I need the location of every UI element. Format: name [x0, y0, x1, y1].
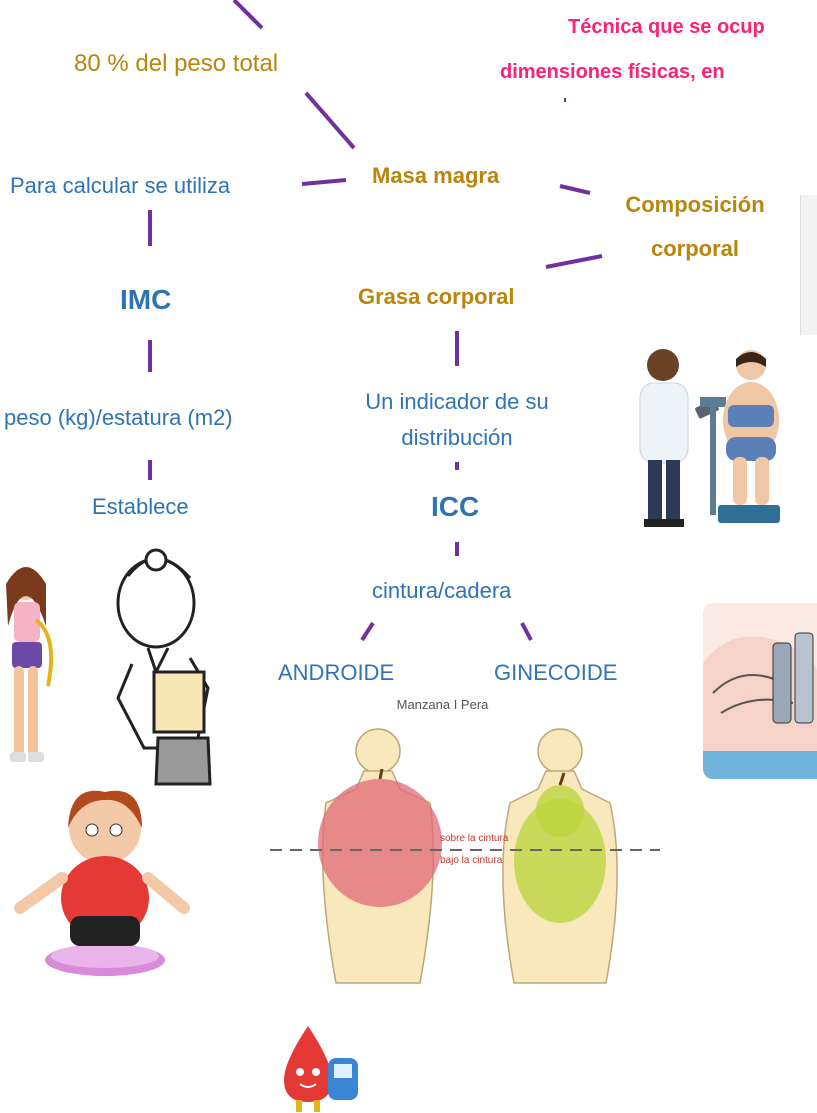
to-calculate-label: Para calcular se utiliza — [10, 173, 231, 198]
gynoid-label: GINECOIDE — [494, 660, 618, 685]
establishes-label: Establece — [92, 494, 189, 519]
connector-composition-to-fat — [545, 254, 603, 269]
woman-tape-illustration — [6, 567, 54, 762]
body-fat-node: Grasa corporal — [358, 284, 515, 309]
lean-mass-node: Masa magra — [372, 163, 500, 188]
indicator-node: Un indicador de su distribución — [342, 384, 572, 456]
above-waist-label: sobre la cintura — [440, 833, 509, 844]
below-waist-label: bajo la cintura — [440, 855, 503, 866]
waist-hip-label: cintura/cadera — [372, 578, 512, 603]
icc-node: ICC — [431, 491, 480, 522]
imc-node: IMC — [120, 284, 172, 315]
connector-waist-to-gynoid — [520, 622, 533, 641]
overweight-woman-illustration — [14, 790, 190, 976]
connector-lean-to-composition — [559, 184, 591, 195]
connector-waist-to-android — [360, 621, 375, 642]
connector-top-to-percent — [232, 0, 264, 30]
apple-pear-figure: Manzana I Pera sobre la cintura bajo la … — [270, 693, 660, 993]
body-composition-line2: corporal — [650, 236, 740, 261]
doctor-scale-illustration — [639, 349, 780, 527]
figure-title: Manzana I Pera — [396, 697, 489, 712]
connector-percent-to-lean — [304, 91, 356, 150]
lean-percent-label: 80 % del peso total — [74, 50, 279, 77]
connector-calc-to-lean — [301, 178, 347, 186]
android-label: ANDROIDE — [278, 660, 395, 685]
caliper-skinfold-photo — [703, 603, 817, 779]
thin-woman-illustration — [116, 548, 212, 786]
blood-drop-glucometer-icon — [284, 1026, 358, 1112]
imc-formula: peso (kg)/estatura (m2) — [4, 405, 233, 430]
indicator-line2: distribución — [401, 425, 513, 450]
apple-pear-bodies — [270, 728, 660, 984]
cropped-image-edge — [800, 195, 817, 335]
definition-line2: dimensiones físicas, en — [500, 61, 725, 83]
body-composition-line1: Composición — [625, 192, 765, 217]
definition-line1: Técnica que se ocup — [568, 16, 765, 38]
indicator-line1: Un indicador de su — [365, 389, 549, 414]
body-composition-node: Composición corporal — [610, 183, 780, 271]
